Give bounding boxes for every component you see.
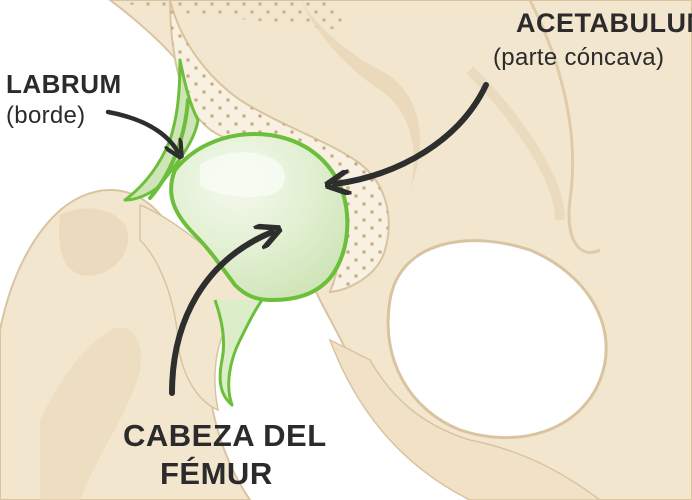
pubic-ramus xyxy=(328,338,602,500)
femoral-head-arrow xyxy=(169,232,272,396)
acetabulum-title: ACETABULUM xyxy=(516,8,692,38)
acetabulum-subtitle: (parte cóncava) xyxy=(493,44,665,71)
capsule-lower xyxy=(213,299,264,407)
obturator-foramen xyxy=(386,239,608,440)
labrum-subtitle: (borde) xyxy=(6,102,86,129)
femur-shading xyxy=(40,327,141,500)
labrum-title: LABRUM xyxy=(6,69,122,99)
acetabulum-top-dots xyxy=(110,0,342,30)
femoral-head-title-line2: FÉMUR xyxy=(160,456,273,491)
labrum-arrow xyxy=(105,109,178,152)
femoral-head-highlight xyxy=(200,152,286,197)
femoral-head-title-line1: CABEZA DEL xyxy=(123,418,327,453)
labrum xyxy=(123,58,200,202)
greater-trochanter-shading xyxy=(59,208,129,276)
pelvis-shading xyxy=(528,0,601,254)
acetabulum-arrow xyxy=(335,82,489,184)
